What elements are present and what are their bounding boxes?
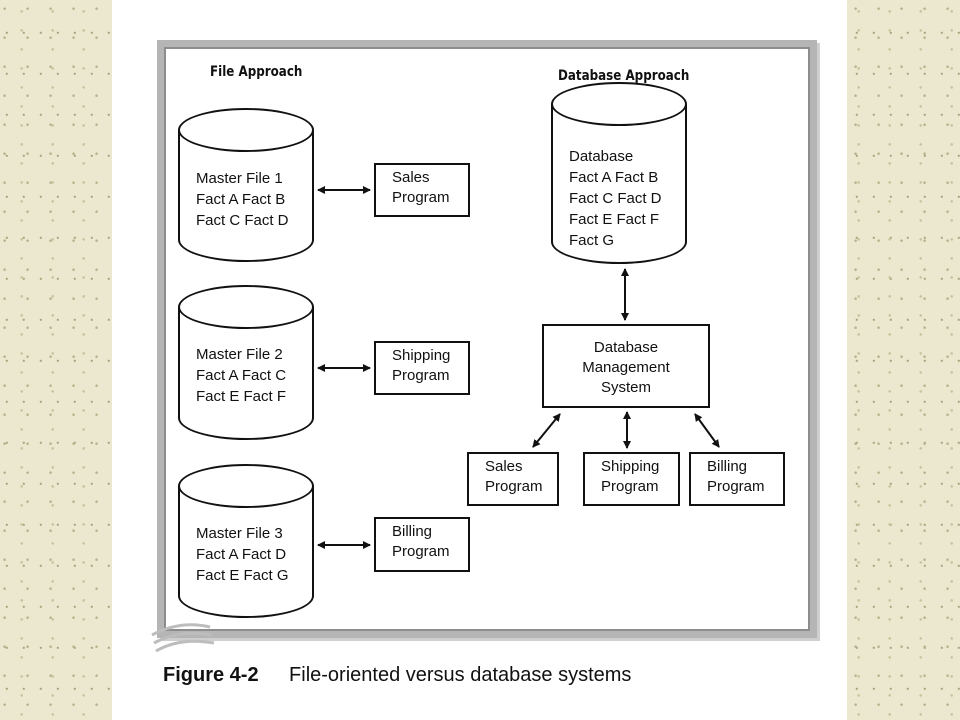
master-file-3-cylinder: Master File 3 Fact A Fact D Fact E Fact … [178, 464, 314, 618]
db-shipping-program-box: Shipping Program [583, 452, 680, 506]
figure-caption-text: File-oriented versus database systems [289, 664, 632, 686]
master-file-3-facts-row-2: Fact E Fact G [196, 567, 289, 584]
database-facts-row-4: Fact G [569, 232, 615, 249]
figure-number: Figure 4-2 [163, 664, 259, 686]
program-label-line-1: Sales [392, 169, 430, 186]
cylinder-top [178, 108, 314, 152]
figure-caption: Figure 4-2 File-oriented versus database… [163, 664, 631, 687]
database-title: Database [569, 148, 634, 165]
arrow-dbms-sales [532, 413, 561, 448]
program-label-line-1: Billing [707, 458, 748, 475]
file-billing-program-box: Billing Program [374, 517, 470, 572]
master-file-2-facts-row-1: Fact A Fact C [196, 367, 287, 384]
cylinder-top [178, 464, 314, 508]
program-label-line-1: Shipping [601, 458, 660, 475]
database-approach-heading: Database Approach [558, 68, 690, 84]
program-label-line-2: Program [707, 478, 765, 495]
program-label-line-2: Program [485, 478, 543, 495]
master-file-2-cylinder: Master File 2 Fact A Fact C Fact E Fact … [178, 285, 314, 440]
program-label-line-2: Program [392, 189, 450, 206]
file-approach-heading: File Approach [210, 64, 303, 80]
database-facts-row-2: Fact C Fact D [569, 190, 662, 207]
db-billing-program-box: Billing Program [689, 452, 785, 506]
program-label-line-1: Sales [485, 458, 523, 475]
db-sales-program-box: Sales Program [467, 452, 559, 506]
dbms-label-line-3: System [600, 379, 651, 396]
file-shipping-program-box: Shipping Program [374, 341, 470, 395]
arrow-dbms-billing [694, 413, 720, 448]
dbms-label-line-2: Management [582, 359, 670, 376]
decorative-scribble [151, 623, 215, 653]
master-file-2-facts-row-2: Fact E Fact F [196, 388, 287, 405]
program-label-line-2: Program [601, 478, 659, 495]
master-file-1-title: Master File 1 [196, 170, 283, 187]
program-label-line-2: Program [392, 543, 450, 560]
master-file-3-title: Master File 3 [196, 525, 283, 542]
master-file-1-facts-row-1: Fact A Fact B [196, 191, 286, 208]
database-cylinder: Database Fact A Fact B Fact C Fact D Fac… [551, 82, 687, 264]
database-facts-row-3: Fact E Fact F [569, 211, 660, 228]
file-sales-program-box: Sales Program [374, 163, 470, 217]
master-file-1-cylinder: Master File 1 Fact A Fact B Fact C Fact … [178, 108, 314, 262]
dbms-label-line-1: Database [593, 339, 659, 356]
master-file-2-title: Master File 2 [196, 346, 283, 363]
program-label-line-1: Shipping [392, 347, 451, 364]
dbms-box: Database Management System [542, 324, 710, 408]
cylinder-top [551, 82, 687, 126]
cylinder-top [178, 285, 314, 329]
database-facts-row-1: Fact A Fact B [569, 169, 659, 186]
program-label-line-2: Program [392, 367, 450, 384]
program-label-line-1: Billing [392, 523, 433, 540]
master-file-3-facts-row-1: Fact A Fact D [196, 546, 287, 563]
master-file-1-facts-row-2: Fact C Fact D [196, 212, 289, 229]
